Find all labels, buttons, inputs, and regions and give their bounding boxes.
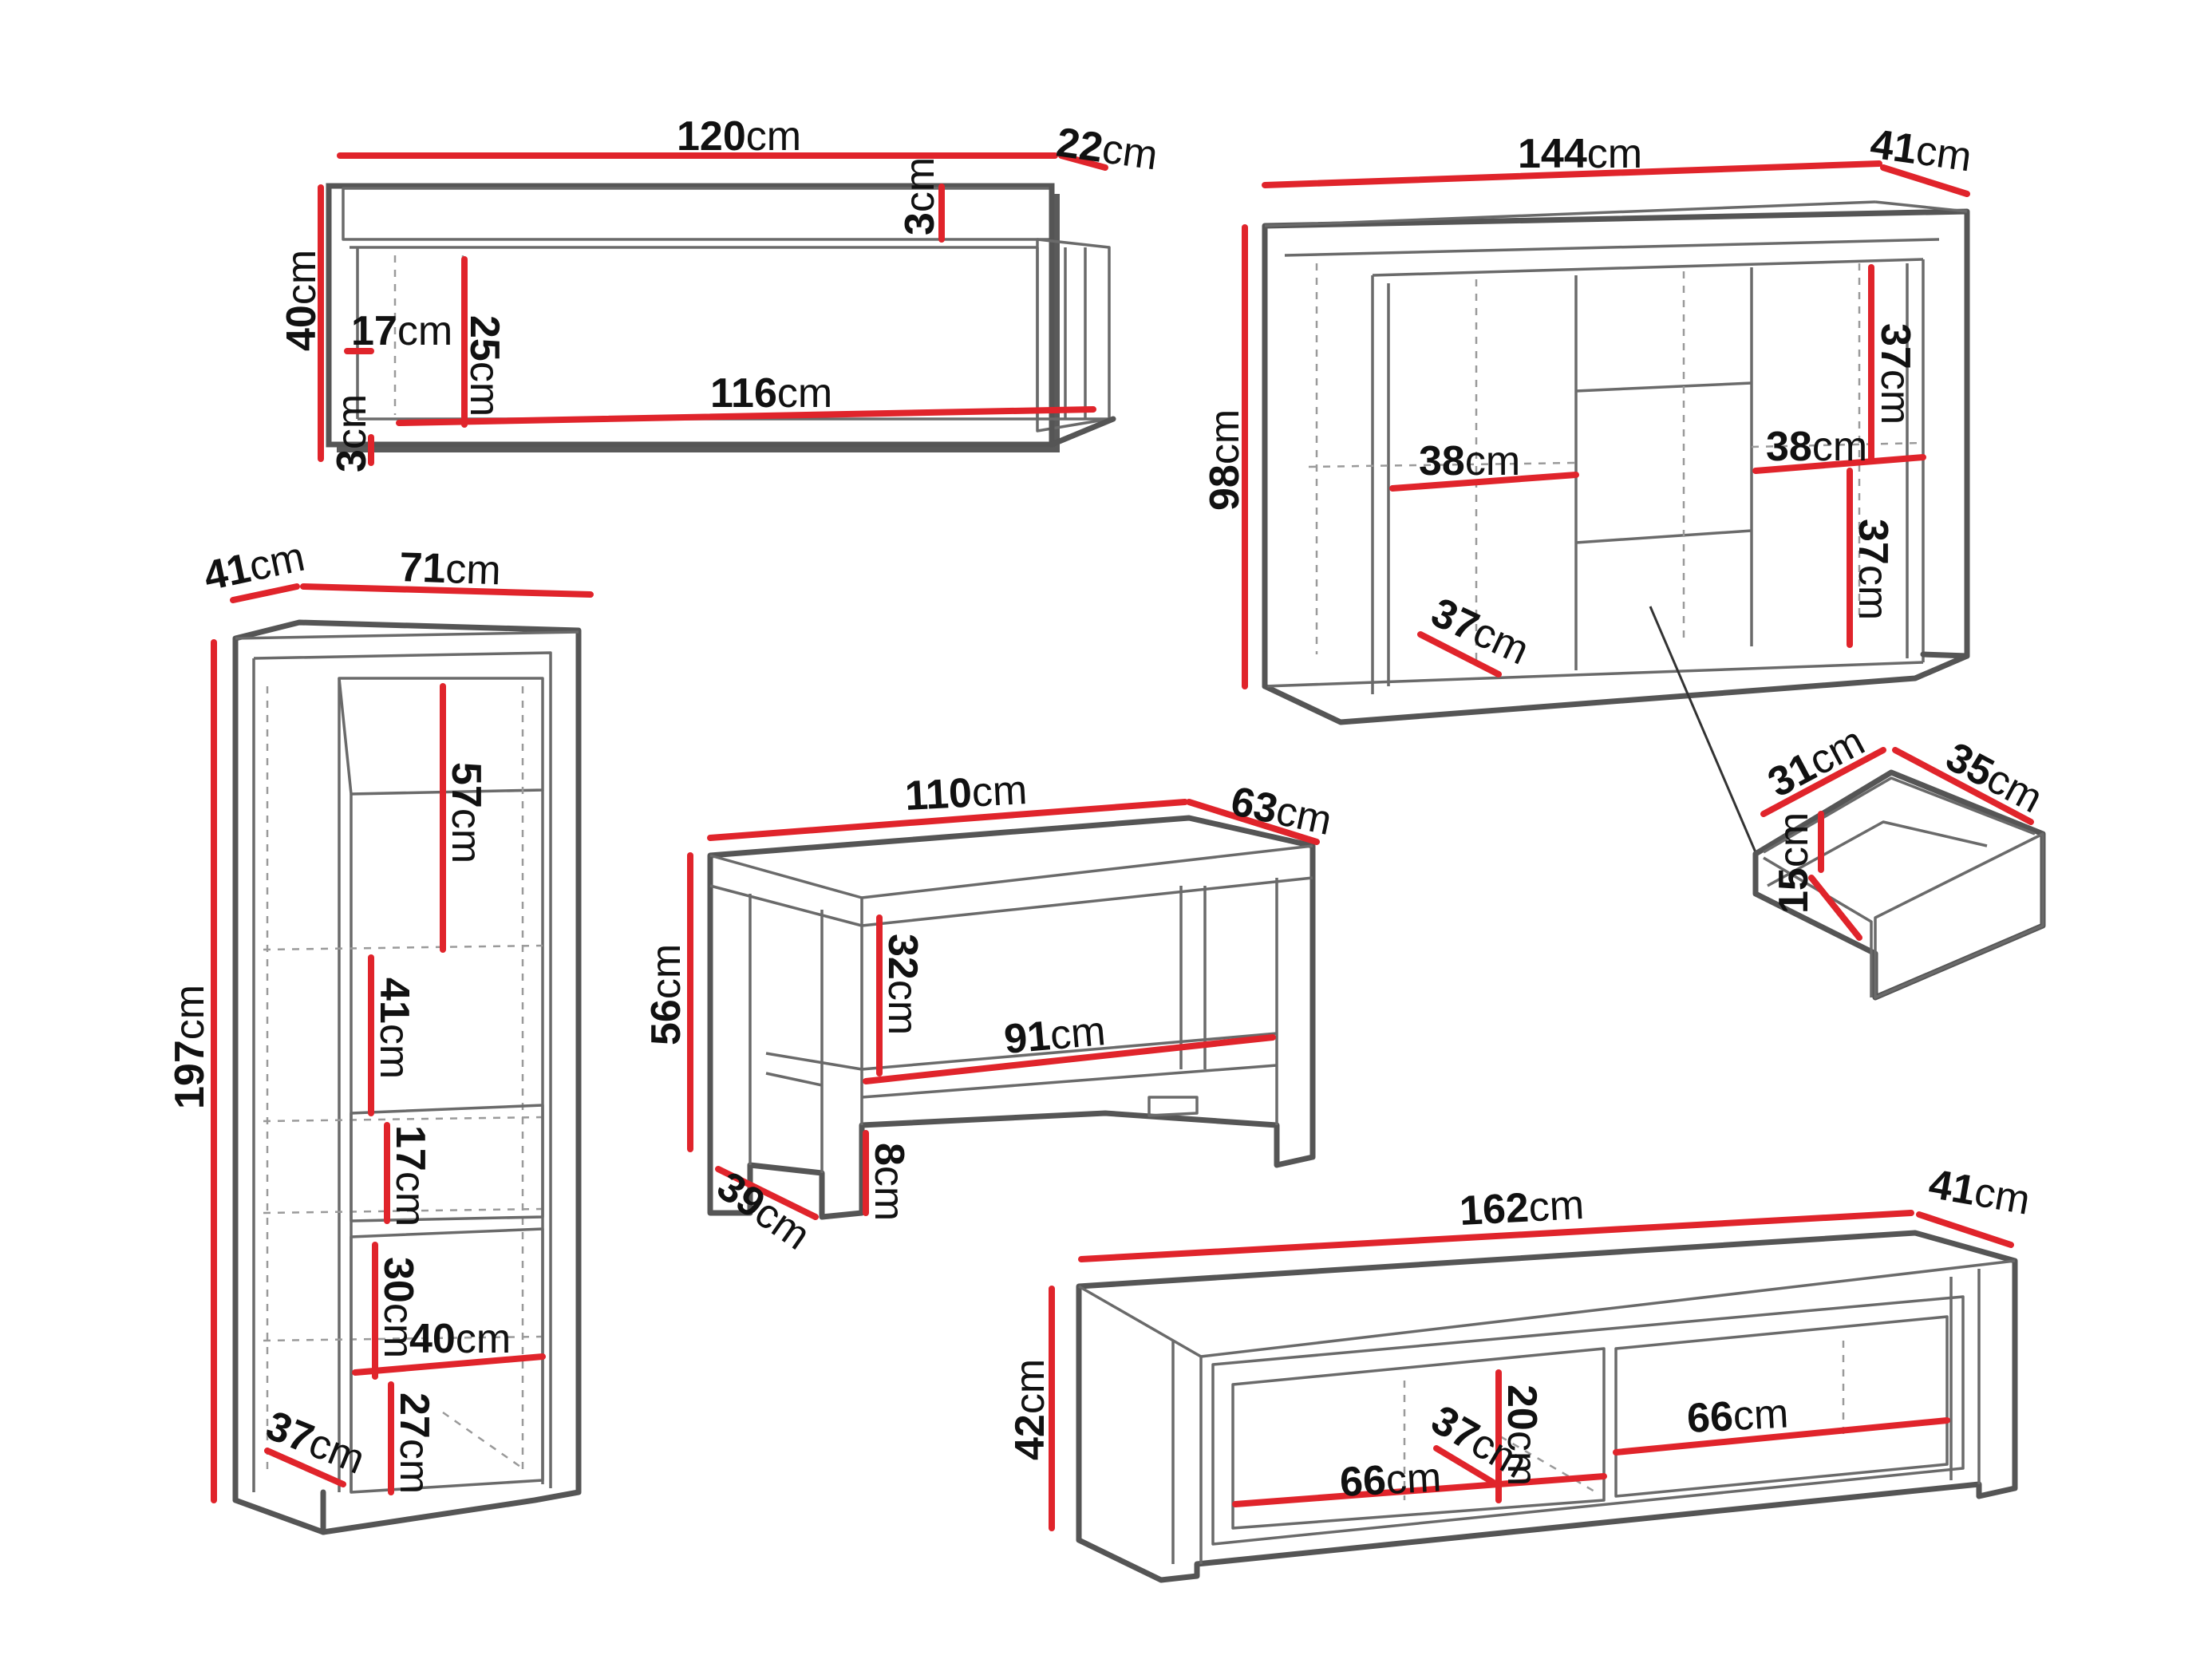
wall-shelf-dimension-lines	[318, 152, 1108, 466]
sideboard-dimension-lines	[1242, 160, 1970, 689]
wall-shelf-inner-width-label: 116cm	[710, 370, 832, 417]
wall-shelf-drawing	[326, 183, 1116, 452]
vitrine-drawer-label: 17cm	[387, 1125, 433, 1226]
wall-shelf-side-label: 17cm	[351, 308, 452, 354]
tv-stand-width-label: 162cm	[1459, 1182, 1586, 1234]
sideboard-labels: 144cm 41cm 98cm 38cm 38cm 37cm 37cm 37cm	[1202, 120, 1974, 673]
vitrine-height-label: 197cm	[167, 985, 213, 1109]
coffee-table-drawing	[707, 815, 1316, 1220]
coffee-table-width-label: 110cm	[904, 767, 1029, 820]
sideboard-right-width-label: 38cm	[1766, 424, 1867, 470]
tv-stand-height-label: 42cm	[1007, 1359, 1053, 1460]
sideboard-upper-height-label: 37cm	[1872, 323, 1918, 425]
coffee-table-dimension-lines	[687, 799, 1320, 1220]
coffee-table-clearance-label: 8cm	[866, 1143, 912, 1221]
wall-shelf-width-label: 120cm	[677, 113, 801, 160]
tv-stand-dimension-lines	[1049, 1210, 2014, 1531]
drawer-height-label: 15cm	[1771, 812, 1817, 914]
sideboard-drawer-callout-line	[1649, 606, 1757, 853]
vitrine-dimension-lines	[211, 583, 594, 1503]
vitrine-drawing	[232, 619, 582, 1535]
wall-shelf-depth-label: 22cm	[1053, 119, 1160, 179]
vitrine-labels: 41cm 71cm 197cm 57cm 41cm 17cm 30cm 40cm…	[167, 534, 511, 1495]
sideboard-lower-height-label: 37cm	[1850, 519, 1896, 620]
wall-shelf-bottom-label: 3cm	[329, 394, 375, 472]
sideboard-depth-label: 41cm	[1867, 120, 1974, 180]
vitrine-lower-upper-label: 30cm	[375, 1257, 421, 1358]
tv-stand-right-width-label: 66cm	[1686, 1390, 1790, 1442]
tv-stand-drawing	[1076, 1230, 2018, 1583]
tv-stand-depth-label: 41cm	[1926, 1161, 2033, 1224]
drawer-drawing	[1752, 769, 2046, 1001]
coffee-table-depth-label: 63cm	[1227, 778, 1336, 844]
sideboard-width-label: 144cm	[1518, 131, 1642, 177]
coffee-table-height-label: 56cm	[643, 944, 689, 1045]
vitrine-width-label: 71cm	[399, 544, 502, 594]
wall-shelf-inner-height-label: 25cm	[461, 315, 508, 417]
wall-shelf-top-label: 3cm	[897, 157, 943, 235]
sideboard-left-width-label: 38cm	[1419, 438, 1520, 484]
coffee-table-labels: 110cm 63cm 56cm 32cm 91cm 39cm 8cm	[643, 767, 1336, 1259]
vitrine-inner-width-label: 40cm	[409, 1316, 511, 1362]
vitrine-lower-lower-label: 27cm	[391, 1392, 437, 1494]
tv-stand-inner-height-label: 20cm	[1499, 1384, 1545, 1486]
coffee-table-shelf-height-label: 32cm	[879, 934, 926, 1035]
tv-stand-left-width-label: 66cm	[1339, 1454, 1443, 1506]
coffee-table-leg-depth-label: 39cm	[709, 1163, 818, 1258]
coffee-table-shelf-width-label: 91cm	[1002, 1008, 1108, 1063]
vitrine-top-compartment-label: 57cm	[443, 762, 489, 863]
vitrine-middle-compartment-label: 41cm	[371, 978, 417, 1079]
wall-shelf-height-label: 40cm	[278, 250, 325, 351]
vitrine-depth-label: 41cm	[199, 534, 308, 600]
wall-shelf-labels: 120cm 22cm 40cm 3cm 17cm 25cm 116cm 3cm	[278, 113, 1160, 472]
sideboard-height-label: 98cm	[1202, 409, 1248, 511]
drawer-dimension-lines	[1760, 747, 2034, 941]
